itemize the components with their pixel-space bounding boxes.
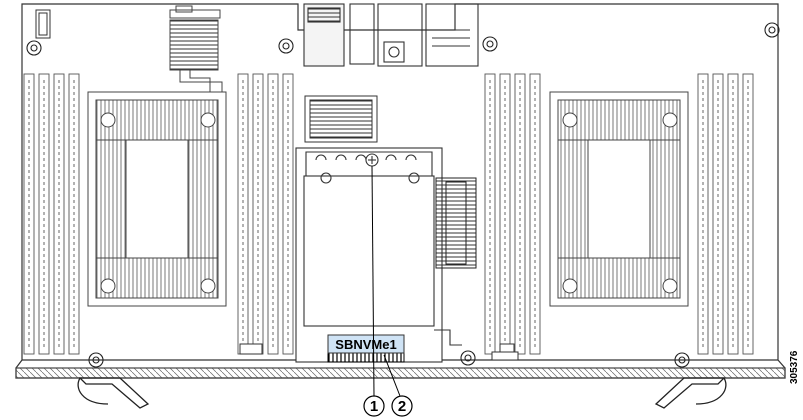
callout-leader-1 [371, 165, 375, 397]
ejector-lever-left [77, 377, 150, 409]
dimm-bank-center-right [484, 73, 541, 355]
nvme-drive-module [295, 147, 462, 363]
callout-leader-2 [383, 354, 401, 397]
screw [26, 22, 780, 368]
callout-1: 1 [363, 395, 385, 417]
slot-label-box: SBNVMe1 [327, 334, 405, 354]
dimm-bank-left [23, 73, 80, 355]
top-left-connector [35, 9, 51, 39]
side-heatsink [435, 177, 477, 269]
ejector-lever-right [654, 377, 727, 409]
rear-panel [303, 3, 479, 67]
callout-2: 2 [391, 395, 413, 417]
callout-1-number: 1 [370, 398, 378, 415]
slot-label: SBNVMe1 [335, 337, 396, 352]
callout-2-number: 2 [398, 398, 406, 415]
cpu-heatsink-right [549, 91, 689, 307]
cpu-heatsink-left [87, 91, 227, 307]
figure-id: 305376 [789, 350, 800, 384]
chipset-heatsink [304, 95, 378, 143]
dimm-bank-right [697, 73, 754, 355]
rail-connectors [239, 343, 519, 361]
riser-connector [169, 5, 223, 92]
